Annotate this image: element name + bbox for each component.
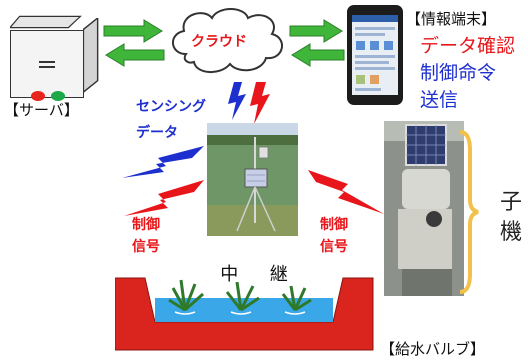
terminal-line-data-check: データ確認 [420,35,516,57]
water-channel-icon [115,277,374,351]
right-bolt [308,170,384,214]
blue-lightning-icon [122,146,204,178]
sensing-label-line1: センシング [136,99,206,115]
left-bolts [122,146,204,216]
red-lightning-icon [308,170,384,214]
relay-label-2: 継 [269,264,288,285]
water-valve-icon [384,121,464,296]
arrow-right-icon [289,19,343,43]
relay-label-box: 中 継 [206,260,302,285]
server-illustration [10,14,99,101]
arrow-left-icon [291,43,345,67]
control-right-line1: 制御 [320,217,348,233]
water-valve-photo [384,121,464,296]
cloud-icon [172,8,283,73]
smartphone-screen [352,15,398,95]
arrow-left-icon [105,43,165,67]
control-left-line1: 制御 [132,217,160,233]
red-lightning-icon [124,180,204,216]
server-label: 【サーバ】 [4,101,79,119]
terminal-line-send: 送信 [420,89,459,111]
sensing-label-line2: データ [136,125,178,141]
terminal-label: 【情報端末】 [406,10,497,28]
relay-field-photo [207,123,298,236]
cloud-terminal-arrows [289,19,345,67]
bracket-icon [459,130,479,294]
valve-label: 【給水バルブ】 [380,340,486,358]
relay-station-icon [207,123,298,236]
server-slot-icon [39,61,55,63]
child-label-2: 機 [500,220,523,245]
server-green-led-icon [51,91,65,101]
relay-label-1: 中 [220,264,239,285]
smartphone-icon [347,5,403,105]
blue-lightning-icon [228,82,246,120]
red-lightning-icon [250,82,270,124]
child-label-1: 子 [500,190,523,215]
rice-plant-icon [281,285,312,312]
control-right-line2: 信号 [320,239,348,255]
rice-plant-icon [168,279,204,312]
arrow-right-icon [103,19,163,43]
rice-plant-icon [225,281,260,312]
server-red-led-icon [31,91,45,101]
server-cloud-arrows [103,19,165,67]
control-left-line2: 信号 [132,239,160,255]
server-top-icon [10,15,82,29]
upper-bolts [228,82,270,124]
terminal-line-control-command: 制御命令 [420,62,497,84]
cloud-label: クラウド [191,34,247,50]
server-icon [10,30,84,101]
server-side-icon [83,18,99,94]
